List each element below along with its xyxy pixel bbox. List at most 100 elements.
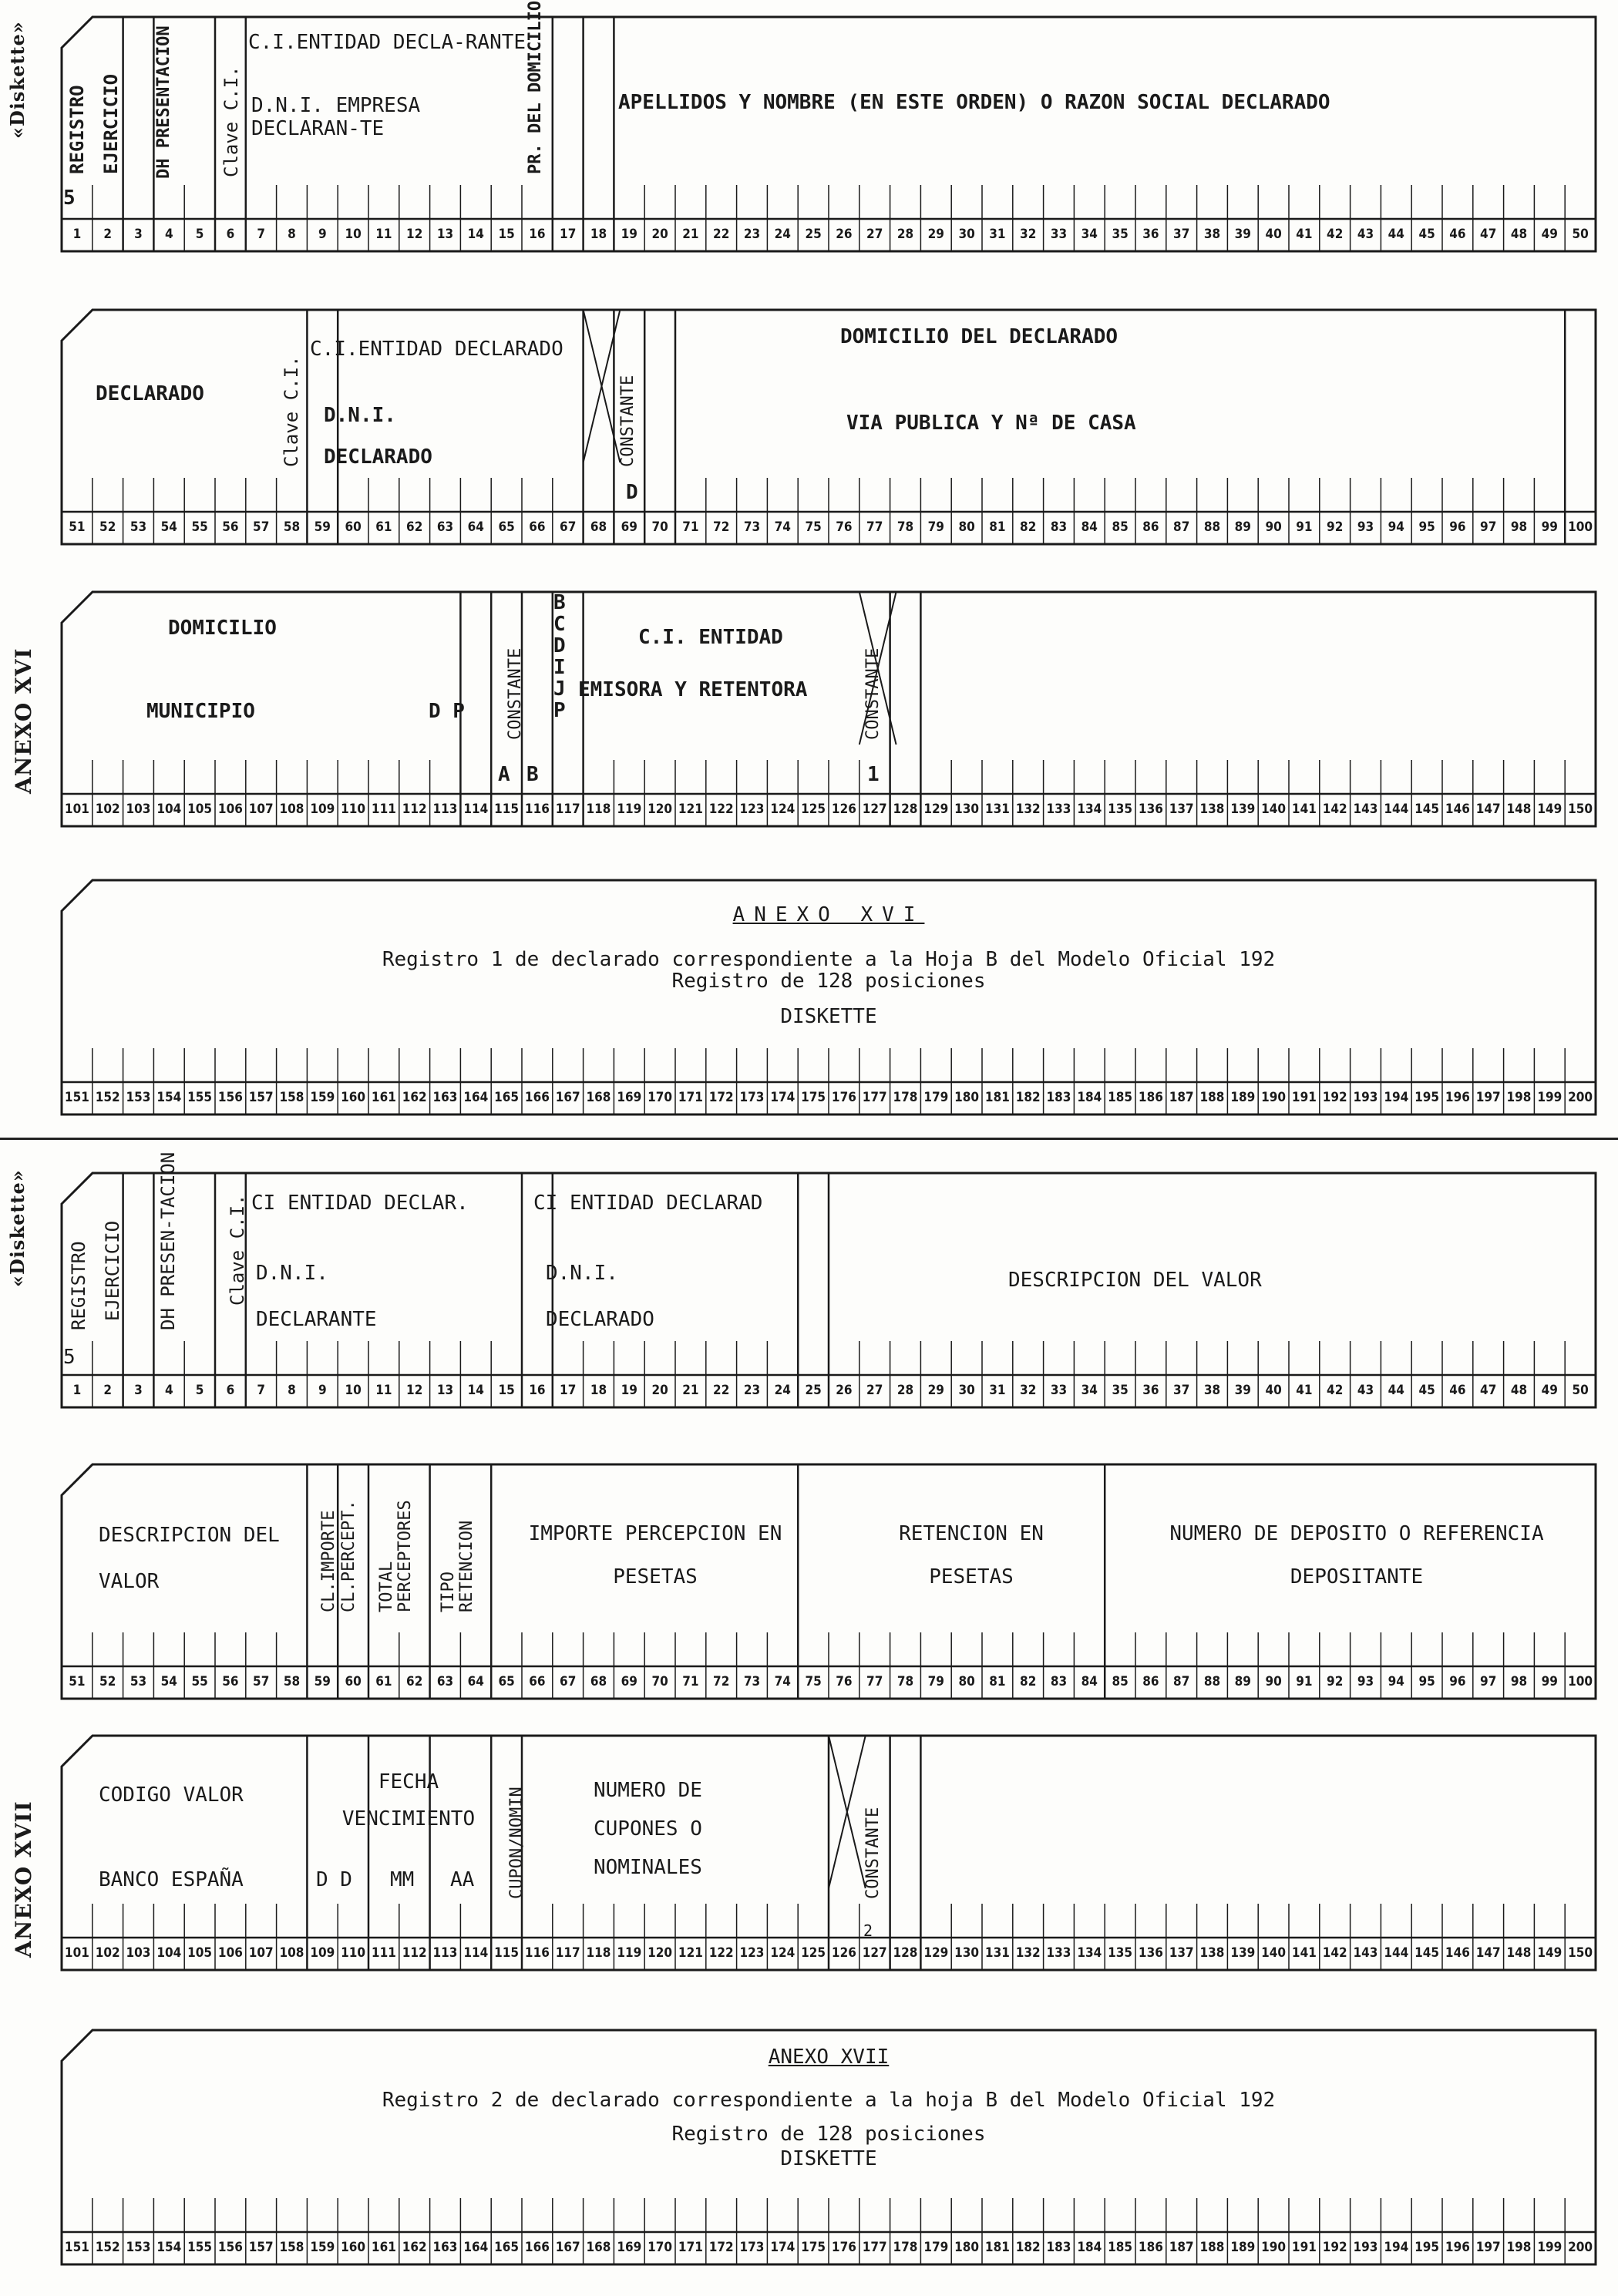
field-declarado: DECLARADO: [96, 382, 204, 405]
registro-line-1: Registro 2 de declarado correspondiente …: [382, 2089, 1276, 2112]
position-number: 190: [1261, 2240, 1287, 2255]
position-number: 109: [310, 802, 335, 817]
position-number: 155: [187, 2240, 213, 2255]
field-via-publica: VIA PUBLICA Y Nª DE CASA: [846, 412, 1136, 435]
position-number: 4: [164, 227, 173, 242]
field-constante-2: CONSTANTE: [863, 647, 883, 740]
position-number: 1: [72, 1383, 82, 1398]
position-number: 33: [1050, 1383, 1068, 1398]
position-number: 34: [1081, 1383, 1098, 1398]
position-number: 55: [191, 1674, 208, 1689]
field-importe-percepcion: IMPORTE PERCEPCION EN PESETAS: [528, 1522, 782, 1588]
position-number: 58: [283, 519, 301, 535]
position-number: 3: [134, 227, 143, 242]
position-number: 141: [1291, 802, 1317, 817]
position-number: 124: [770, 1945, 796, 1961]
field-ejercicio: EJERCICIO: [102, 1220, 123, 1321]
position-number: 15: [498, 227, 515, 242]
position-number: 59: [314, 519, 331, 535]
row-frame: [60, 590, 1597, 828]
position-number: 57: [253, 1674, 270, 1689]
field-cupon-nomin: CUPON/NOMIN: [507, 1787, 526, 1899]
position-number: 140: [1261, 1945, 1287, 1961]
position-number: 17: [560, 1383, 577, 1398]
position-number: 84: [1081, 1674, 1098, 1689]
position-number: 108: [279, 1945, 304, 1961]
position-number: 154: [156, 2240, 182, 2255]
position-number: 151: [64, 2240, 89, 2255]
position-number: 180: [954, 1090, 980, 1105]
field-clave-ci: Clave C.I.: [227, 1194, 248, 1306]
position-number: 4: [164, 1383, 173, 1398]
field-constante: CONSTANTE: [618, 375, 637, 467]
position-number: 157: [248, 1090, 274, 1105]
position-number: 150: [1568, 802, 1593, 817]
position-number: 20: [651, 1383, 668, 1398]
position-number: 22: [713, 227, 730, 242]
position-number: 47: [1480, 1383, 1497, 1398]
position-number: 57: [253, 519, 270, 535]
position-number: 61: [375, 1674, 392, 1689]
position-number: 121: [678, 802, 703, 817]
position-number: 52: [99, 1674, 116, 1689]
field-dh-presentacion: DH PRESEN-TACION: [157, 1151, 179, 1330]
field-dni-declarante: D.N.I. DECLARANTE: [256, 1262, 377, 1331]
position-number: 38: [1203, 1383, 1221, 1398]
position-number: 152: [95, 2240, 120, 2255]
position-number: 160: [341, 2240, 366, 2255]
field-constante: CONSTANTE: [506, 647, 525, 740]
position-number: 180: [954, 2240, 980, 2255]
position-number: 114: [463, 802, 489, 817]
position-number: 89: [1234, 1674, 1251, 1689]
position-number: 68: [590, 519, 607, 535]
position-number: 199: [1537, 1090, 1562, 1105]
value-b: B: [526, 763, 539, 786]
position-number: 108: [279, 802, 304, 817]
position-number: 200: [1568, 1090, 1593, 1105]
position-number: 76: [836, 519, 853, 535]
position-number: 147: [1475, 1945, 1501, 1961]
field-constante: CONSTANTE: [863, 1807, 883, 1899]
position-number: 62: [406, 519, 423, 535]
position-number: 105: [187, 1945, 213, 1961]
position-number: 134: [1077, 1945, 1102, 1961]
field-total-perceptores: TOTAL PERCEPTORES: [377, 1500, 415, 1612]
position-number: 6: [226, 227, 235, 242]
position-number: 187: [1169, 1090, 1194, 1105]
field-ci-entidad-declarante: C.I.ENTIDAD DECLA-RANTE: [248, 31, 526, 54]
position-number: 170: [648, 1090, 673, 1105]
position-number: 164: [463, 1090, 489, 1105]
position-number: 127: [862, 802, 887, 817]
position-number: 56: [222, 519, 239, 535]
position-number: 33: [1050, 227, 1068, 242]
position-number: 126: [831, 1945, 856, 1961]
position-number: 105: [187, 802, 213, 817]
position-number: 149: [1537, 1945, 1562, 1961]
grid-line: [858, 591, 897, 745]
position-number: 101: [64, 1945, 89, 1961]
row-frame: [60, 15, 1597, 253]
field-municipio: MUNICIPIO: [146, 700, 255, 723]
position-number: 135: [1108, 1945, 1133, 1961]
position-number: 36: [1142, 227, 1159, 242]
position-number: 34: [1081, 227, 1098, 242]
position-number: 27: [866, 1383, 883, 1398]
position-number: 48: [1510, 1383, 1528, 1398]
position-number: 181: [984, 1090, 1010, 1105]
position-number: 75: [805, 519, 822, 535]
position-number: 100: [1568, 519, 1593, 535]
position-number: 64: [467, 1674, 484, 1689]
position-number: 18: [590, 1383, 607, 1398]
position-number: 112: [402, 1945, 427, 1961]
position-number: 199: [1537, 2240, 1562, 2255]
field-dh-presentacion: DH PRESENTACION: [154, 25, 173, 179]
position-number: 176: [831, 1090, 856, 1105]
registro-line-2: Registro de 128 posiciones: [671, 2123, 986, 2146]
position-number: 185: [1108, 1090, 1133, 1105]
field-codigo-valor: CODIGO VALOR: [99, 1783, 244, 1807]
position-number: 15: [498, 1383, 515, 1398]
position-number: 102: [95, 802, 120, 817]
